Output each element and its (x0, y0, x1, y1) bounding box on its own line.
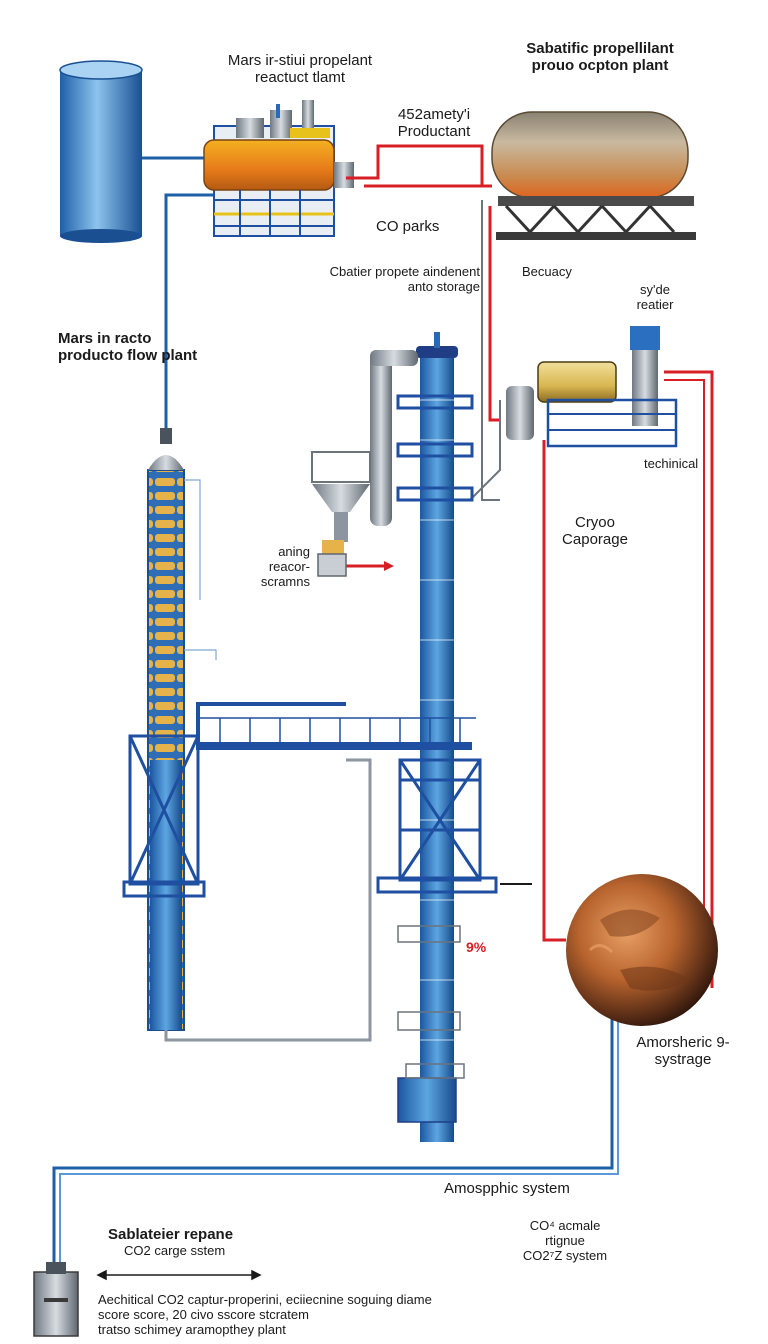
steel-riser-pipe (370, 350, 418, 526)
label-sablateier: Sablateier repane (108, 1226, 234, 1243)
label-percent: 9% (466, 939, 487, 955)
central-distillation-column (376, 332, 498, 1142)
label-amospphic: Amospphic system (444, 1180, 570, 1197)
label-cryoo: Cryoo Caporage (562, 514, 628, 548)
label-co2-carge: CO2 carge sstem (124, 1243, 226, 1258)
blue-pipe-network (52, 156, 619, 1290)
co2-capture-device (33, 1262, 79, 1337)
connector-lines (469, 200, 501, 501)
red-pipe-network (346, 144, 714, 988)
label-clatier: Cbatier propete aindenent anto storage (329, 264, 480, 294)
storage-cylinder-top-left (59, 60, 143, 243)
label-bottom-caption: Aechitical CO2 captur-properini, eciiecn… (98, 1292, 432, 1337)
label-top-center: Mars ir-stiui propelant reactuct tlamt (227, 52, 373, 86)
large-tank-top-right (491, 111, 696, 240)
hopper-reactor-screen (311, 451, 371, 577)
label-co4: CO⁴ acmale rtignue CO2⁷Z system (522, 1218, 608, 1263)
red-arrow-head (384, 561, 394, 571)
label-amorsheric: Amorsheric 9- systrage (636, 1034, 730, 1068)
lower-loop-pipe (164, 758, 372, 1042)
label-top-right: Sabatific propellilant prouo ocpton plan… (526, 40, 674, 74)
label-mars-flow: Mars in racto producto flow plant (58, 330, 198, 364)
reactor-module-right (506, 326, 678, 448)
platform-walkway (196, 702, 476, 750)
label-aning: aning reacor- scramns (260, 544, 310, 589)
top-reactor-unit (203, 100, 354, 237)
tall-left-column (122, 428, 217, 1031)
label-becuacy: Becuacy (522, 264, 572, 279)
double-arrow (96, 1269, 262, 1281)
mars-planet (566, 874, 718, 1026)
label-reactier: sy'de reatier (636, 282, 674, 312)
label-technical: techinical (644, 456, 699, 471)
label-co-parks: CO parks (376, 218, 440, 235)
label-product: 452amety'i Productant (397, 106, 471, 140)
